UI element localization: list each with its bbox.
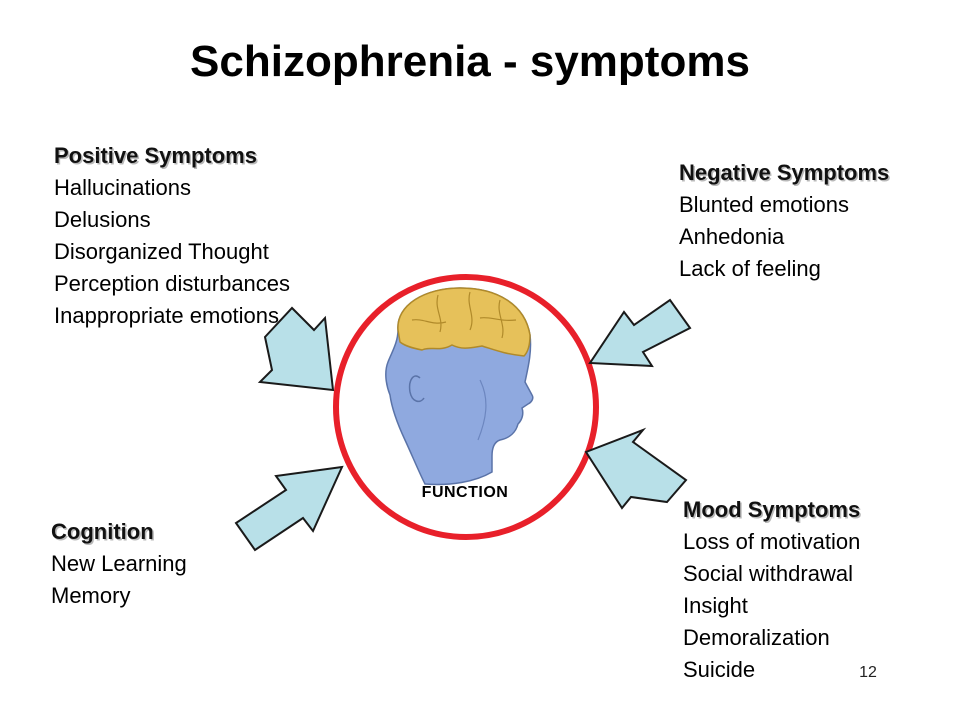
negative-symptoms-heading: Negative Symptoms <box>679 160 890 185</box>
mood-symptom-item: Loss of motivation <box>683 529 861 554</box>
negative-symptom-item: Anhedonia <box>679 224 785 249</box>
mood-symptom-item: Suicide <box>683 657 756 682</box>
cognition-group: Cognition New Learning Memory <box>51 516 187 612</box>
slide-title: Schizophrenia - symptoms <box>190 37 750 86</box>
mood-symptom-item: Insight <box>683 593 748 618</box>
arrow-from-cognition <box>234 465 344 552</box>
head-puzzle-brain-icon <box>385 287 534 486</box>
brain-puzzle <box>397 287 531 357</box>
mood-symptom-item: Demoralization <box>683 625 830 650</box>
puzzle-seams <box>411 291 517 339</box>
negative-symptom-item: Lack of feeling <box>679 256 821 281</box>
positive-symptom-item: Perception disturbances <box>54 271 291 296</box>
arrow-from-mood <box>584 427 688 510</box>
cognition-item: Memory <box>51 583 131 608</box>
negative-symptoms-group: Negative Symptoms Blunted emotions Anhed… <box>679 157 889 285</box>
positive-symptom-item: Disorganized Thought <box>54 239 269 264</box>
arrow-from-positive <box>257 306 335 392</box>
ear-detail <box>408 375 425 403</box>
mood-symptoms-group: Mood Symptoms Loss of motivation Social … <box>683 494 860 686</box>
arrow-from-negative <box>588 298 692 368</box>
positive-symptoms-group: Positive Symptoms Hallucinations Delusio… <box>54 140 290 332</box>
function-circle <box>333 274 599 540</box>
positive-symptom-item: Hallucinations <box>54 175 191 200</box>
face-shading <box>477 379 487 441</box>
negative-symptom-item: Blunted emotions <box>679 192 849 217</box>
positive-symptoms-heading: Positive Symptoms <box>54 143 257 168</box>
slide-number: 12 <box>859 664 877 681</box>
positive-symptom-item: Inappropriate emotions <box>54 303 280 328</box>
cognition-heading: Cognition <box>51 519 154 544</box>
mood-symptoms-heading: Mood Symptoms <box>683 497 861 522</box>
mood-symptom-item: Social withdrawal <box>683 561 853 586</box>
cognition-item: New Learning <box>51 551 187 576</box>
function-label: FUNCTION <box>421 484 509 501</box>
positive-symptom-item: Delusions <box>54 207 151 232</box>
